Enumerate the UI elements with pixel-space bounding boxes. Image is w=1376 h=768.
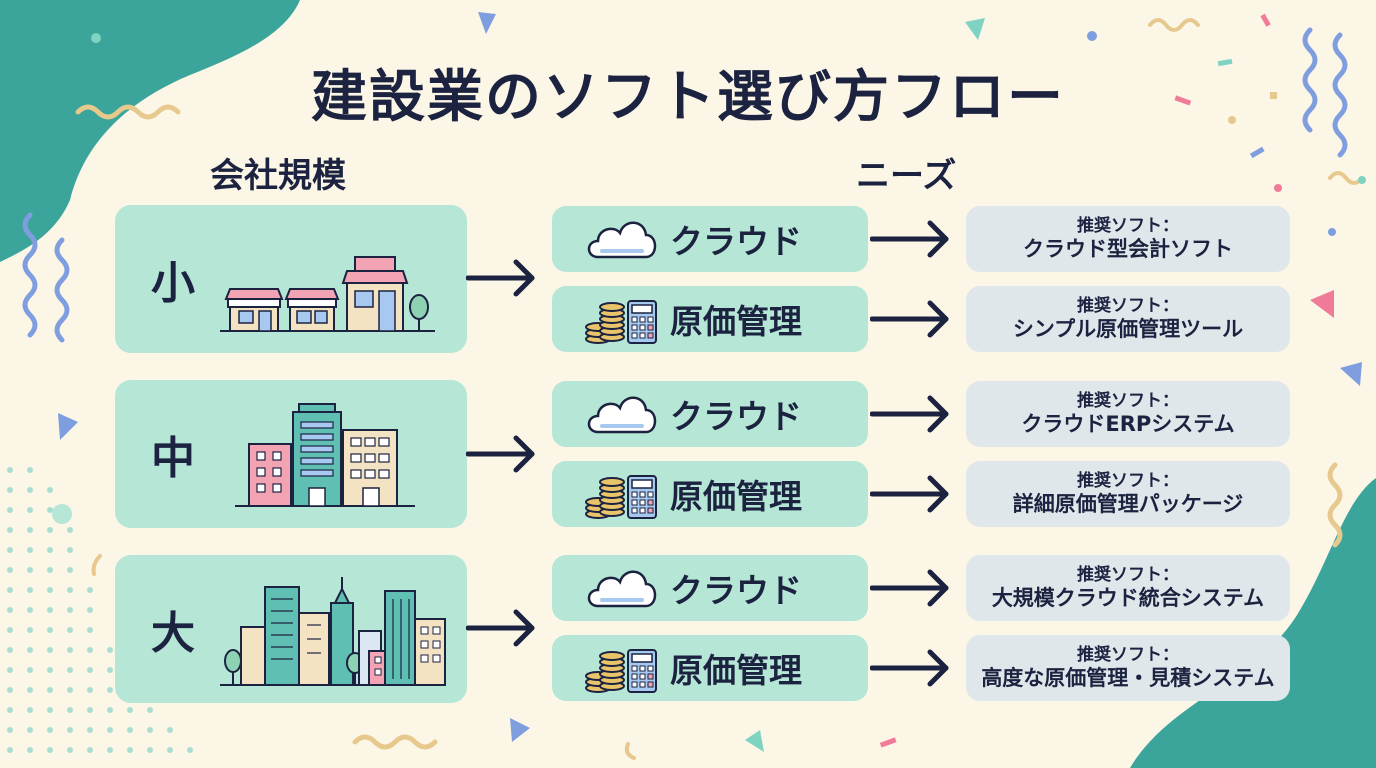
cloud-icon <box>587 221 657 259</box>
coins-calculator-icon <box>585 300 657 344</box>
recommendation-prefix: 推奨ソフト： <box>1077 645 1179 666</box>
recommendation-prefix: 推奨ソフト： <box>1077 296 1179 317</box>
recommendation-card: 推奨ソフト： シンプル原価管理ツール <box>966 286 1290 352</box>
size-label: 中 <box>151 433 195 484</box>
recommendation-prefix: 推奨ソフト： <box>1077 391 1179 412</box>
recommendation-name: 詳細原価管理パッケージ <box>1012 491 1244 516</box>
need-card-cloud: クラウド <box>552 206 868 272</box>
cloud-icon <box>587 396 657 434</box>
recommendation-prefix: 推奨ソフト： <box>1077 565 1179 586</box>
recommendation-card: 推奨ソフト： クラウドERPシステム <box>966 381 1290 447</box>
recommendation-name: シンプル原価管理ツール <box>1012 316 1244 341</box>
size-card-medium: 中 <box>115 380 467 528</box>
size-column-header: 会社規模 <box>210 156 346 196</box>
recommendation-name: クラウドERPシステム <box>1021 411 1235 436</box>
large-city-illustration <box>220 577 446 686</box>
arrow-icon <box>870 649 949 687</box>
coins-calculator-icon <box>585 475 657 519</box>
need-label: 原価管理 <box>670 477 802 516</box>
recommendation-card: 推奨ソフト： 詳細原価管理パッケージ <box>966 461 1290 527</box>
arrow-icon <box>870 395 949 433</box>
recommendation-prefix: 推奨ソフト： <box>1077 216 1179 237</box>
need-card-cost-management: 原価管理 <box>552 635 868 701</box>
need-label: 原価管理 <box>670 302 802 341</box>
size-label: 大 <box>151 608 195 659</box>
recommendation-card: 推奨ソフト： 大規模クラウド統合システム <box>966 555 1290 621</box>
need-card-cloud: クラウド <box>552 381 868 447</box>
recommendation-prefix: 推奨ソフト： <box>1077 471 1179 492</box>
need-label: クラウド <box>670 397 802 436</box>
arrow-icon <box>870 475 949 513</box>
cloud-icon <box>587 570 657 608</box>
recommendation-card: 推奨ソフト： 高度な原価管理・見積システム <box>966 635 1290 701</box>
size-card-small: 小 <box>115 205 467 353</box>
need-label: 原価管理 <box>670 651 802 690</box>
arrow-icon <box>870 569 949 607</box>
arrow-icon <box>870 300 949 338</box>
size-label: 小 <box>151 258 195 309</box>
arrow-icon <box>466 259 535 297</box>
need-card-cost-management: 原価管理 <box>552 461 868 527</box>
arrow-icon <box>870 220 949 258</box>
coins-calculator-icon <box>585 649 657 693</box>
small-shops-illustration <box>220 256 435 332</box>
need-label: クラウド <box>670 571 802 610</box>
need-card-cost-management: 原価管理 <box>552 286 868 352</box>
recommendation-name: 高度な原価管理・見積システム <box>981 665 1275 690</box>
size-card-large: 大 <box>115 555 467 703</box>
need-card-cloud: クラウド <box>552 555 868 621</box>
arrow-icon <box>466 609 535 647</box>
recommendation-name: クラウド型会計ソフト <box>1023 236 1233 261</box>
need-label: クラウド <box>670 222 802 261</box>
recommendation-name: 大規模クラウド統合システム <box>991 585 1265 610</box>
recommendation-card: 推奨ソフト： クラウド型会計ソフト <box>966 206 1290 272</box>
medium-buildings-illustration <box>235 403 415 507</box>
page-title: 建設業のソフト選び方フロー <box>311 65 1065 130</box>
arrow-icon <box>466 435 535 473</box>
needs-column-header: ニーズ <box>856 156 957 196</box>
